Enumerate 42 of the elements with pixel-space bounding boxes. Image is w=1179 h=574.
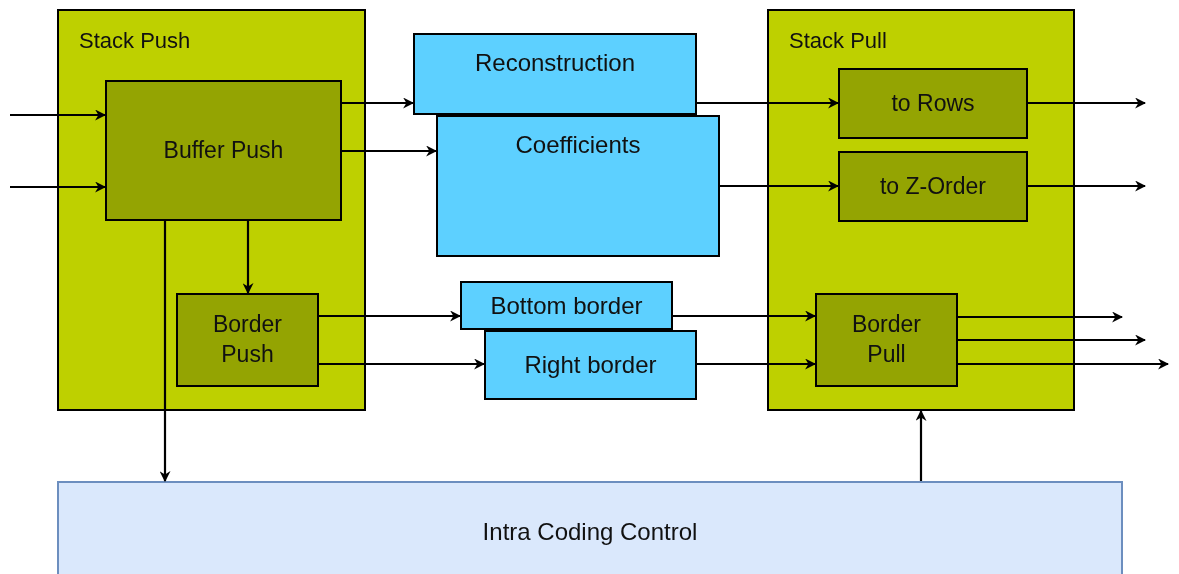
data-buffer-box [484, 330, 697, 400]
arrow [958, 311, 1124, 323]
data-buffer-box [436, 115, 720, 257]
arrow [342, 97, 415, 109]
block-label: to Z-Order [879, 171, 987, 201]
group-container [767, 9, 1075, 411]
arrow [915, 409, 927, 481]
arrow [697, 97, 840, 109]
block-label: Reconstruction [474, 48, 636, 78]
data-buffer-box [460, 281, 673, 330]
process-box [176, 293, 319, 387]
group-title: Stack Push [79, 27, 191, 55]
block-label: Buffer Push [163, 135, 284, 165]
block-label: Border Pull [850, 310, 922, 369]
arrow [958, 358, 1170, 370]
block-label: Intra Coding Control [482, 517, 698, 548]
arrow [673, 310, 817, 322]
arrow [242, 221, 254, 295]
group-title: Stack Pull [789, 27, 887, 55]
block-label: Border Push [211, 310, 283, 369]
arrow [10, 181, 107, 193]
process-box [838, 151, 1028, 222]
arrow [958, 334, 1147, 346]
group-container [57, 9, 366, 411]
arrow [319, 358, 486, 370]
block-label: Bottom border [490, 290, 643, 321]
block-label: Right border [524, 350, 657, 381]
arrow [697, 358, 817, 370]
process-box [815, 293, 958, 387]
arrow [1028, 180, 1147, 192]
block-label: to Rows [891, 88, 975, 118]
control-block [57, 481, 1123, 574]
arrow [159, 221, 171, 483]
arrow [342, 145, 438, 157]
data-buffer-box [413, 33, 697, 115]
arrow [319, 310, 462, 322]
arrow [720, 180, 840, 192]
process-box [838, 68, 1028, 139]
arrow [10, 109, 107, 121]
block-label: Coefficients [515, 130, 641, 160]
arrow [1028, 97, 1147, 109]
process-box [105, 80, 342, 221]
